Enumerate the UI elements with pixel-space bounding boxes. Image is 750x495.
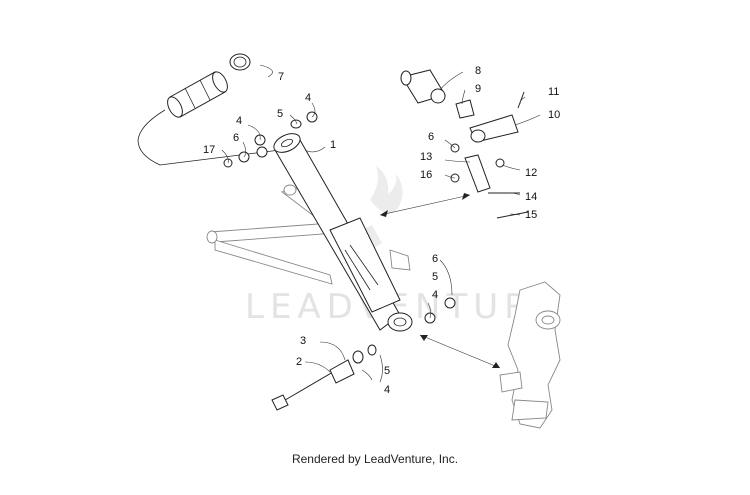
callout-16: 16: [420, 169, 432, 181]
callout-6-lower: 6: [432, 253, 438, 265]
callout-leaders: [221, 64, 541, 383]
callout-5-lower: 5: [432, 271, 438, 283]
lower-mount-hardware: [271, 297, 456, 411]
callout-9: 9: [475, 83, 481, 95]
mounting-arrows: [379, 193, 501, 369]
callout-6-right: 6: [428, 131, 434, 143]
shock-reservoir: [167, 53, 251, 118]
callout-11: 11: [548, 86, 559, 98]
callout-7: 7: [278, 71, 284, 83]
callout-1: 1: [330, 139, 336, 151]
callout-4-bottom: 4: [384, 384, 390, 396]
shock-absorber: [273, 133, 413, 332]
callout-4-upper: 4: [305, 92, 311, 104]
callout-17: 17: [203, 144, 215, 156]
callout-4-left: 4: [236, 115, 242, 127]
callout-5-upper: 5: [277, 108, 283, 120]
callout-12: 12: [525, 167, 537, 179]
callout-3: 3: [300, 335, 306, 347]
callout-15: 15: [525, 209, 537, 221]
reservoir-hose: [137, 109, 281, 166]
callout-5-bottom: 5: [384, 365, 390, 377]
spindle-knuckle: [499, 281, 561, 429]
callout-13: 13: [420, 151, 432, 163]
linkage-assembly: [400, 69, 529, 219]
callout-4-lower: 4: [432, 289, 438, 301]
callout-labels: 7 4 5 4 6 17 1 8 9 11 10 12 6 13 16 14 1…: [203, 65, 560, 396]
callout-2: 2: [296, 356, 302, 368]
callout-14: 14: [525, 191, 537, 203]
footer-credit: Rendered by LeadVenture, Inc.: [291, 452, 459, 466]
callout-8: 8: [475, 65, 481, 77]
callout-10: 10: [548, 109, 560, 121]
callout-6-left: 6: [233, 132, 239, 144]
